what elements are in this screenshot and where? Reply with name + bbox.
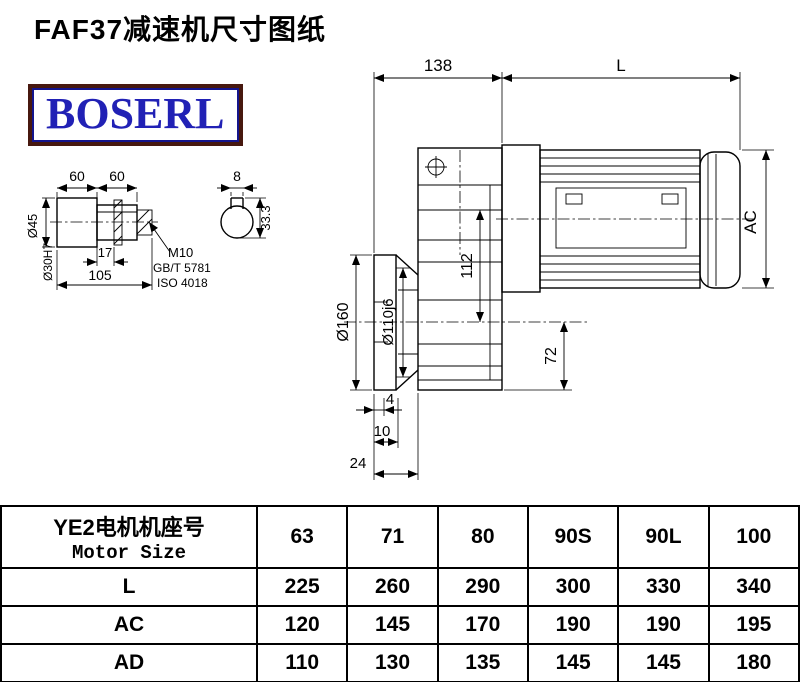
dim-4-label: 4	[386, 391, 394, 408]
logo-inner-frame: BOSERL	[32, 88, 239, 143]
value-cell: 225	[255, 567, 349, 607]
dim-L-label: L	[616, 56, 625, 75]
value-cell: 110	[255, 643, 349, 682]
dim-105-label: 105	[88, 267, 112, 283]
dim-24-label: 24	[350, 455, 367, 472]
table-row-L: L 225 260 290 300 330 340	[0, 567, 800, 607]
value-cell: 170	[436, 605, 529, 645]
dim-AC-label: AC	[741, 210, 760, 234]
value-cell: 260	[346, 567, 439, 607]
dim-112: 112	[459, 210, 484, 322]
table-row-AC: AC 120 145 170 190 190 195	[0, 605, 800, 645]
note-m10-label: M10	[168, 245, 193, 260]
value-cell: 300	[526, 567, 620, 607]
shaft-detail-view: 60 60 17 105	[25, 168, 211, 290]
size-column-header: 80	[436, 505, 529, 569]
dim-60a-label: 60	[69, 168, 85, 184]
value-cell: 180	[707, 643, 800, 682]
dim-138-label: 138	[424, 56, 452, 75]
note-iso-label: ISO 4018	[157, 276, 208, 290]
value-cell: 190	[617, 605, 710, 645]
d160-dimension: Ø160	[335, 254, 372, 391]
bottom-dimensions: 4 10 24	[350, 391, 419, 480]
dim-333-label: 33.3	[258, 205, 273, 230]
dim-d110-label: Ø110j6	[380, 298, 397, 345]
output-flange-outline	[344, 254, 588, 391]
dim-17-label: 17	[98, 245, 112, 260]
ac-dimension: AC	[741, 149, 774, 289]
size-column-header: 100	[707, 505, 800, 569]
header-en-label: Motor Size	[71, 542, 187, 564]
value-cell: 130	[346, 643, 439, 682]
gearbox-outline	[417, 147, 503, 391]
row-label-cell: AC	[0, 605, 258, 645]
value-cell: 290	[436, 567, 529, 607]
dim-72-label: 72	[543, 347, 560, 365]
value-cell: 190	[526, 605, 620, 645]
value-cell: 145	[346, 605, 439, 645]
dim-8-label: 8	[233, 168, 241, 184]
value-cell: 340	[707, 567, 800, 607]
header-cn-label: YE2电机机座号	[53, 515, 205, 540]
size-column-header: 71	[346, 505, 439, 569]
technical-drawing: 138 L AC	[25, 56, 774, 480]
dimension-table: YE2电机机座号 Motor Size 63 71 80 90S 90L 100…	[0, 505, 800, 682]
motor-size-header-cell: YE2电机机座号 Motor Size	[0, 505, 258, 569]
value-cell: 135	[436, 643, 529, 682]
value-cell: 195	[707, 605, 800, 645]
value-cell: 145	[617, 643, 710, 682]
dim-d160-label: Ø160	[335, 302, 352, 341]
dim-10-label: 10	[374, 423, 391, 440]
note-gbt-label: GB/T 5781	[153, 261, 211, 275]
size-column-header: 90S	[526, 505, 620, 569]
dim-60b-label: 60	[109, 168, 125, 184]
value-cell: 120	[255, 605, 349, 645]
table-row-AD: AD 110 130 135 145 145 180	[0, 643, 800, 682]
dim-112-label: 112	[459, 253, 476, 279]
value-cell: 330	[617, 567, 710, 607]
size-column-header: 63	[255, 505, 349, 569]
boserl-logo: BOSERL	[28, 84, 243, 147]
keyway-detail-view: 8 33.3	[217, 168, 273, 239]
dim-72: 72	[504, 322, 572, 391]
table-header-row: YE2电机机座号 Motor Size 63 71 80 90S 90L 100	[0, 505, 800, 569]
dim-d45-label: Ø45	[25, 214, 40, 239]
dim-d30-label: Ø30H7	[41, 243, 55, 281]
d110-dimension: Ø110j6	[380, 267, 410, 378]
motor-outline	[496, 144, 754, 293]
logo-text: BOSERL	[46, 89, 225, 138]
size-column-header: 90L	[617, 505, 710, 569]
row-label-cell: AD	[0, 643, 258, 682]
page-title: FAF37减速机尺寸图纸	[34, 14, 327, 45]
value-cell: 145	[526, 643, 620, 682]
row-label-cell: L	[0, 567, 258, 607]
top-dimension-lines: 138 L	[373, 56, 741, 253]
